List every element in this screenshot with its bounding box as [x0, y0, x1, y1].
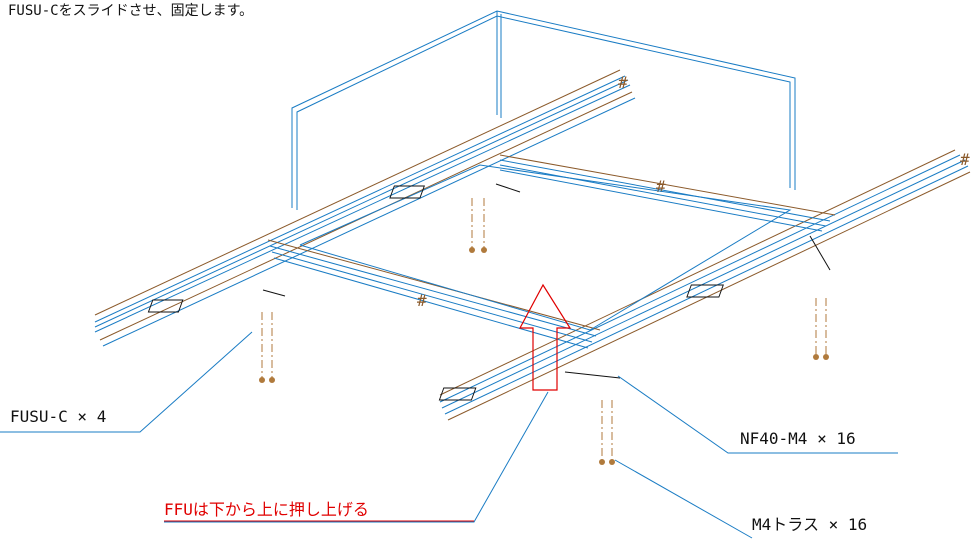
fusu-c-bracket-2: [147, 289, 286, 313]
rail-right-long: [439, 149, 971, 421]
leader-lines: [0, 331, 898, 539]
ffu-panel: [291, 10, 796, 210]
instruction-text: FUSU-Cをスライドさせ、固定します。: [8, 3, 254, 19]
nf40-label: NF40-M4 × 16: [740, 429, 856, 448]
rail-joint-mark-back: #: [656, 177, 666, 196]
m4-truss-label: M4トラス × 16: [752, 515, 868, 534]
rail-end-mark-top: #: [618, 73, 628, 92]
rail-cross-back: [499, 154, 836, 232]
rail-cross-front: [267, 239, 601, 349]
rail-joint-mark-front: #: [417, 291, 427, 310]
opening-frame: [299, 164, 792, 331]
fusu-c-bracket-4: [438, 371, 621, 401]
push-up-arrow: [518, 283, 572, 391]
fusu-c-bracket-1: [389, 183, 521, 199]
rail-left-long: [94, 69, 636, 347]
rail-end-mark-right: #: [960, 150, 970, 169]
bolt-nuts: [259, 247, 829, 465]
fusu-c-bracket-3: [686, 235, 831, 298]
ffu-note-label: FFUは下から上に押し上げる: [164, 500, 369, 519]
hanging-bolts: [261, 198, 827, 460]
fusu-c-label: FUSU-C × 4: [10, 407, 107, 426]
